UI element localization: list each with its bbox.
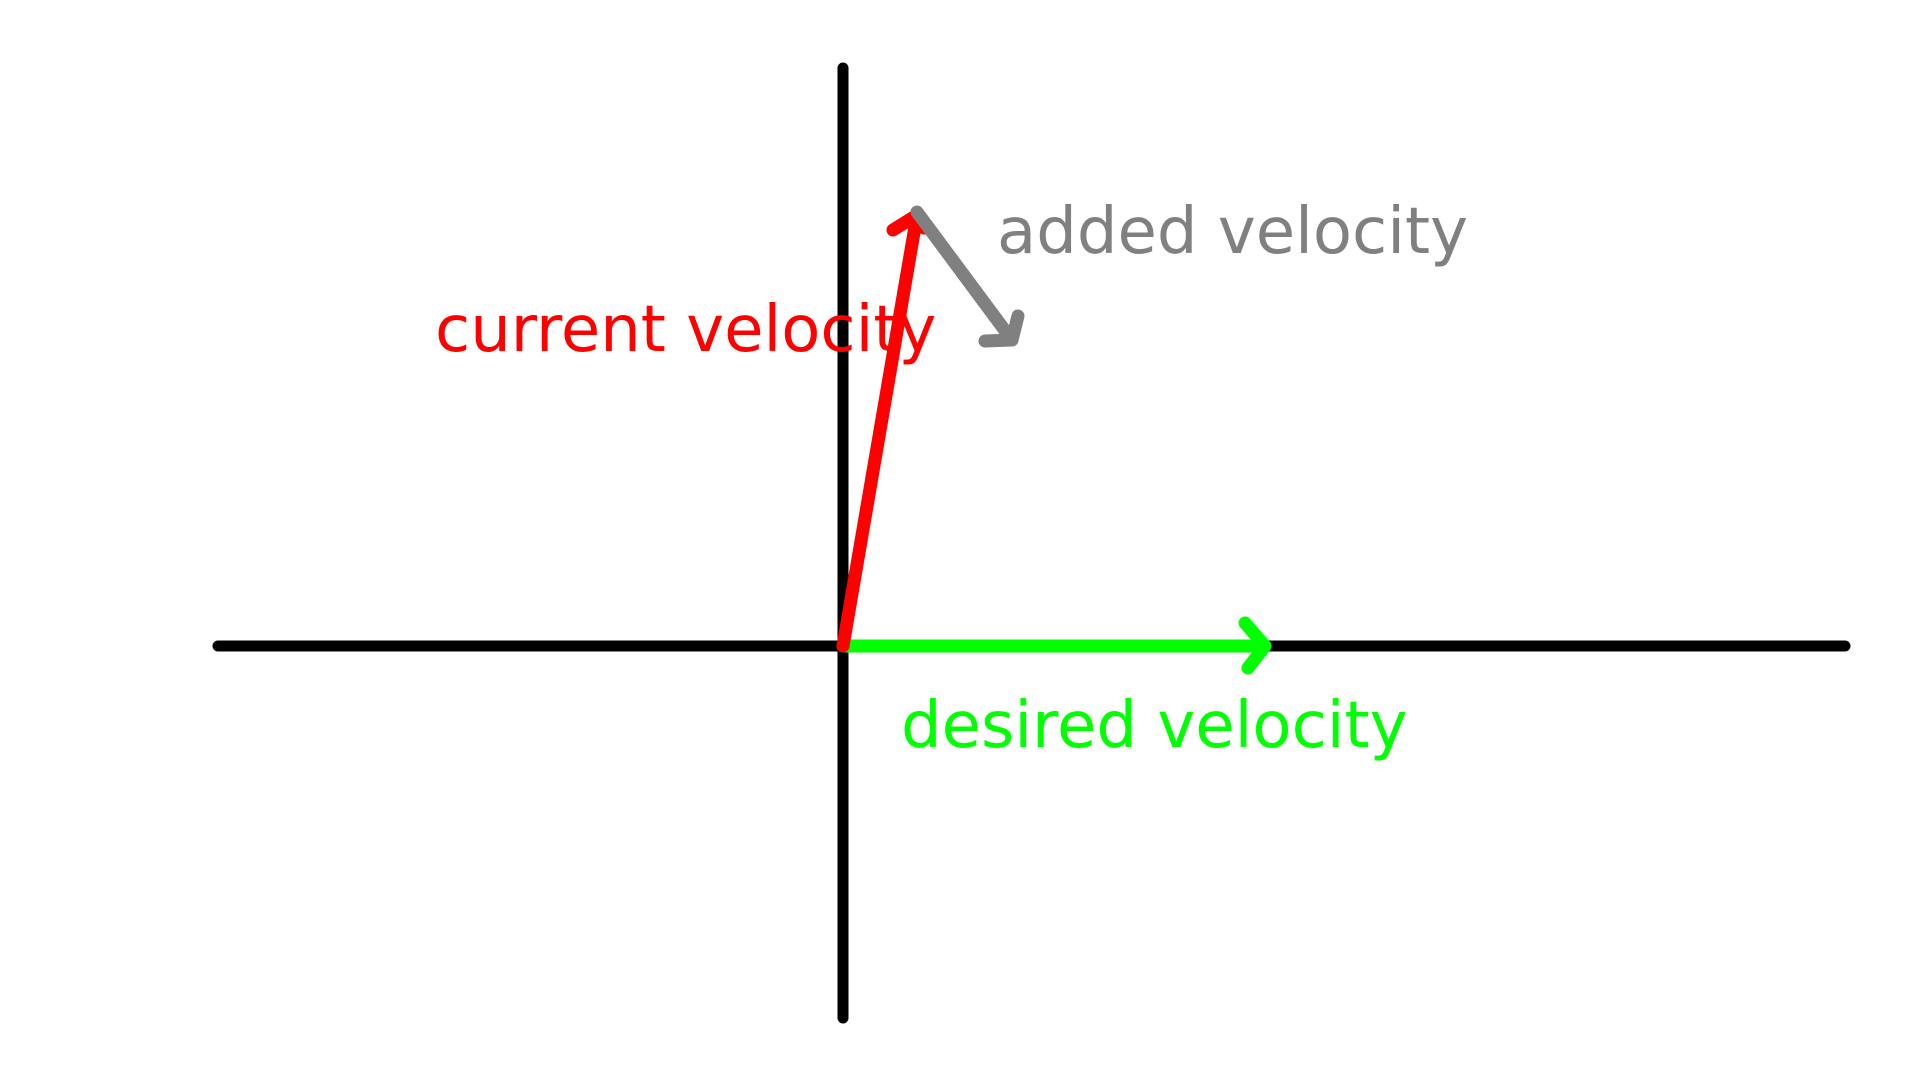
- current-velocity-label: current velocity: [435, 293, 936, 367]
- desired-velocity-label: desired velocity: [901, 689, 1408, 763]
- added-velocity-arrow: [910, 205, 1025, 348]
- desired-velocity-arrow: [836, 616, 1272, 675]
- added-velocity-label: added velocity: [997, 195, 1468, 269]
